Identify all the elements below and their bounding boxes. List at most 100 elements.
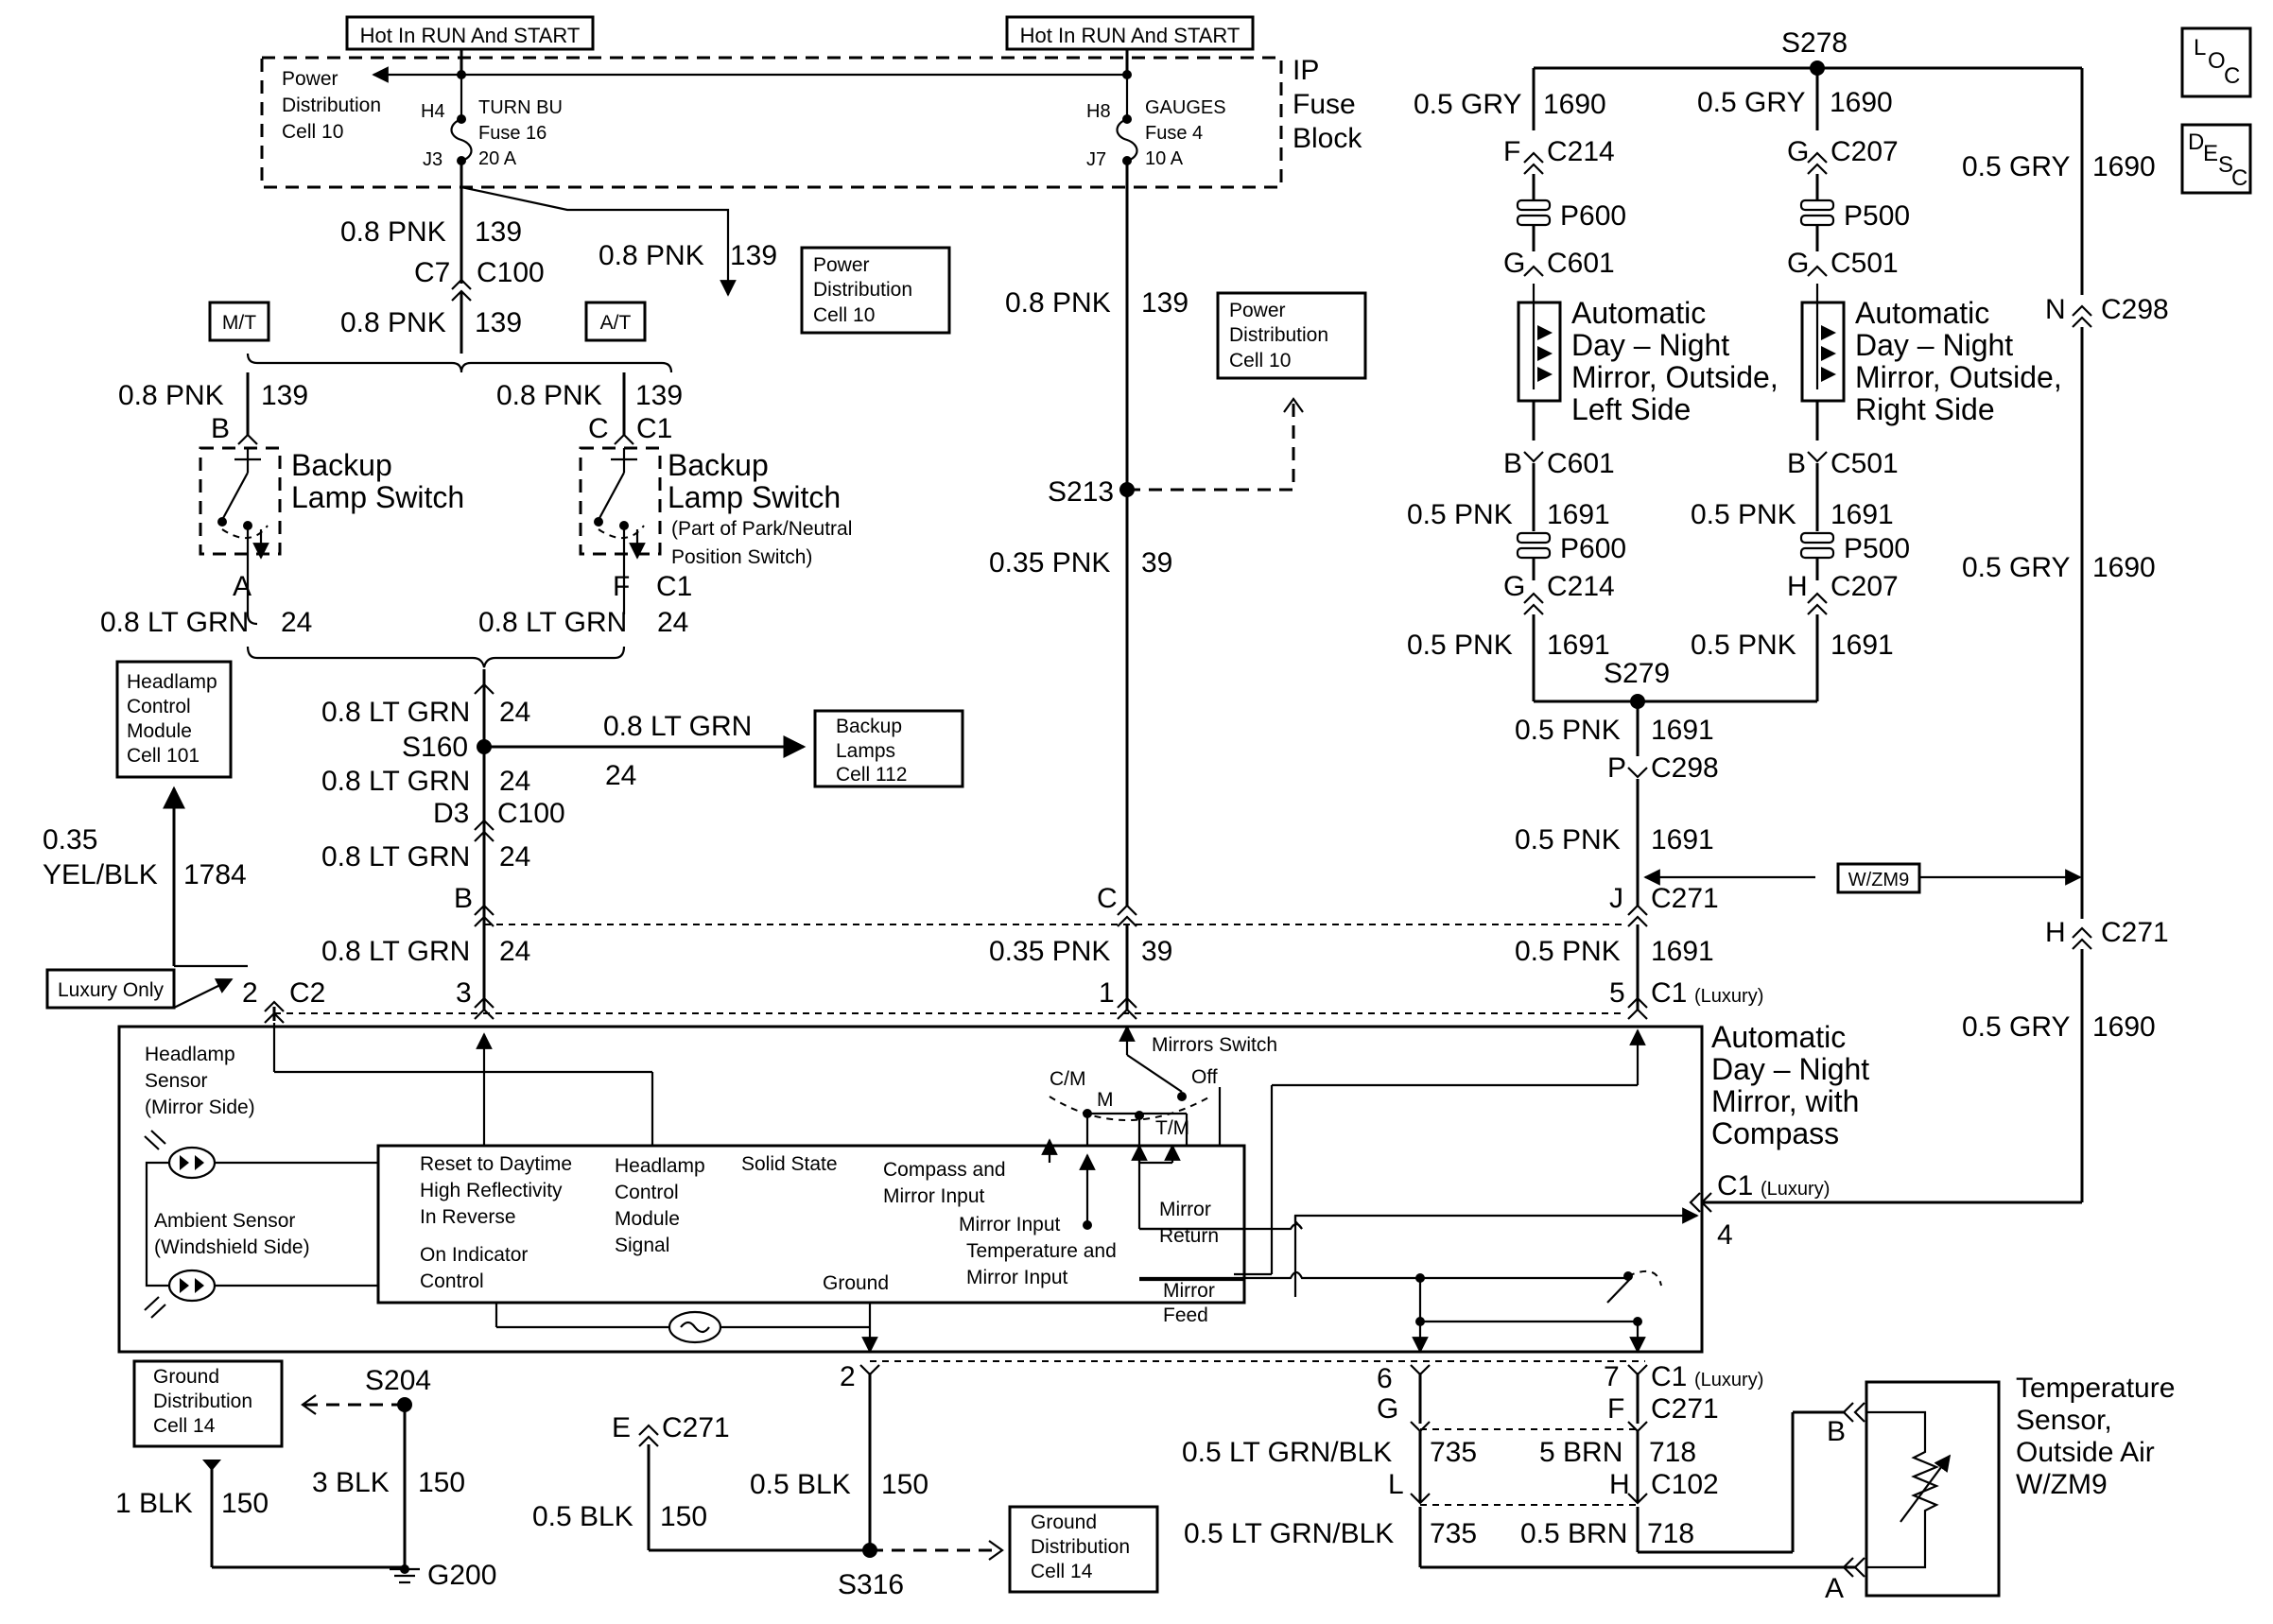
diagram-label: 1691 (1651, 936, 1714, 967)
diagram-label: P500 (1844, 533, 1910, 564)
diagram-label: 0.35 (43, 824, 97, 855)
diagram-label: C271 (2101, 917, 2169, 948)
diagram-label: Sensor, (2016, 1405, 2112, 1436)
diagram-label: C1 (1717, 1170, 1753, 1201)
diagram-label: 0.5 BRN (1520, 1518, 1627, 1549)
diagram-label: Module (127, 720, 192, 742)
diagram-label: Outside Air (2016, 1437, 2155, 1468)
diagram-label: 150 (881, 1469, 928, 1500)
diagram-label: 24 (499, 841, 530, 872)
diagram-label: T/M (1155, 1117, 1189, 1139)
diagram-label: 24 (499, 766, 530, 797)
fuse-block-title: Fuse (1293, 89, 1356, 120)
diagram-label: Lamp Switch (668, 480, 841, 514)
power-distribution-ref-1[interactable]: Power Distribution Cell 10 (800, 246, 951, 335)
diagram-label: H8 (1086, 101, 1111, 122)
diagram-label: 39 (1141, 936, 1172, 967)
diagram-label: F (1503, 136, 1520, 167)
diagram-label: C271 (1651, 1393, 1719, 1425)
ambient-sensor-icon (144, 1269, 217, 1319)
diagram-label: 2 (840, 1361, 856, 1392)
diagram-label: Module (615, 1208, 680, 1230)
diagram-label: 24 (605, 760, 636, 791)
circuit-39: 0.8 PNK 139 S213 0.35 PNK 39 C 0.35 PNK … (989, 199, 1304, 1020)
diagram-label: GAUGES (1145, 97, 1226, 118)
diagram-label: C207 (1831, 136, 1899, 167)
pdc-label: Power (282, 68, 338, 90)
diagram-label: Day – Night (1571, 328, 1729, 362)
diagram-label: Left Side (1571, 392, 1691, 426)
diagram-label: YEL/BLK (43, 859, 158, 890)
diagram-label: N (2045, 294, 2066, 325)
diagram-label: 0.8 PNK (599, 240, 704, 271)
temperature-sensor-circuit: 6 7 C1 (Luxury) G F C271 0.5 LT GRN/BLK … (1182, 1361, 2175, 1604)
diagram-label: Position Switch) (671, 546, 812, 568)
diagram-label: Automatic (1855, 296, 1989, 330)
diagram-label: H (1787, 571, 1808, 602)
diagram-label: 139 (261, 380, 308, 411)
diagram-label: 0.8 PNK (118, 380, 224, 411)
diagram-label: J (1609, 883, 1623, 914)
diagram-label: A (233, 571, 252, 602)
diagram-label: 1691 (1831, 630, 1894, 661)
power-distribution-ref-2[interactable]: Power Distribution Cell 10 (1216, 291, 1367, 380)
diagram-label: G (1787, 136, 1809, 167)
diagram-label: 4 (1717, 1219, 1733, 1251)
diagram-label: 150 (221, 1488, 269, 1519)
headlamp-control-module-ref[interactable]: Headlamp Control Module Cell 101 (115, 660, 233, 779)
diagram-label: (Windshield Side) (154, 1236, 310, 1258)
fuse-block-title: IP (1293, 55, 1319, 86)
diagram-label: 0.5 PNK (1691, 630, 1796, 661)
diagram-label: Reset to Daytime (420, 1153, 572, 1175)
diagram-label: C (1097, 883, 1118, 914)
pdc-label: Cell 10 (282, 121, 343, 143)
diagram-label: Backup (668, 448, 769, 482)
diagram-label: 1691 (1651, 824, 1714, 855)
desc-icon[interactable]: D E S C (2180, 123, 2252, 195)
diagram-label: 24 (281, 607, 312, 638)
diagram-label: F (1607, 1393, 1624, 1425)
diagram-label: 0.8 LT GRN (321, 766, 470, 797)
diagram-label: C (588, 413, 609, 444)
diagram-label: Off (1191, 1066, 1218, 1088)
diagram-label: Fuse 4 (1145, 123, 1203, 144)
diagram-label: B (454, 883, 473, 914)
diagram-label: Compass (1711, 1116, 1839, 1150)
loc-icon[interactable]: L O C (2180, 26, 2252, 98)
ground-distribution-ref-1[interactable]: Ground Distribution Cell 14 (132, 1359, 284, 1448)
diagram-label: Control (127, 696, 191, 717)
diagram-label: Distribution (1229, 324, 1328, 346)
diagram-label: 0.5 PNK (1515, 715, 1621, 746)
diagram-label: 1691 (1651, 715, 1714, 746)
diagram-label: S160 (402, 732, 468, 763)
circuit-1691: S279 0.5 PNK 1691 P C298 0.5 PNK 1691 J … (1515, 658, 2082, 1020)
diagram-label: 39 (1141, 547, 1172, 579)
diagram-label: Day – Night (1711, 1052, 1869, 1086)
diagram-label: TURN BU (478, 97, 563, 118)
backup-lamps-ref[interactable]: Backup Lamps Cell 112 (813, 709, 964, 788)
diagram-label: S204 (365, 1365, 431, 1396)
headlamp-sensor-icon (144, 1130, 217, 1180)
diagram-label: 20 A (478, 148, 517, 169)
diagram-label: 1691 (1547, 499, 1610, 530)
diagram-label: 1 BLK (115, 1488, 193, 1519)
diagram-label: S (2218, 152, 2233, 178)
diagram-label: L (1388, 1469, 1404, 1500)
pdc-label: Distribution (282, 95, 381, 116)
diagram-label: Signal (615, 1235, 669, 1256)
diagram-label: P500 (1844, 200, 1910, 232)
diagram-label: Mirrors Switch (1152, 1034, 1277, 1056)
diagram-label: Cell 10 (813, 304, 875, 326)
diagram-label: 718 (1647, 1518, 1694, 1549)
diagram-label: L (2194, 35, 2206, 60)
diagram-label: 0.5 GRY (1962, 1011, 2071, 1043)
circuit-24: 0.8 LT GRN 24 S160 0.8 LT GRN 24 0.8 LT … (246, 613, 807, 1020)
diagram-label: E (612, 1412, 631, 1443)
diagram-label: G (1377, 1393, 1398, 1425)
ground-distribution-ref-2[interactable]: Ground Distribution Cell 14 (1008, 1505, 1159, 1594)
diagram-label: D3 (433, 798, 469, 829)
diagram-label: Mirror (1159, 1199, 1211, 1220)
diagram-label: W/ZM9 (2016, 1469, 2108, 1500)
diagram-label: Mirror, Outside, (1855, 360, 2062, 394)
